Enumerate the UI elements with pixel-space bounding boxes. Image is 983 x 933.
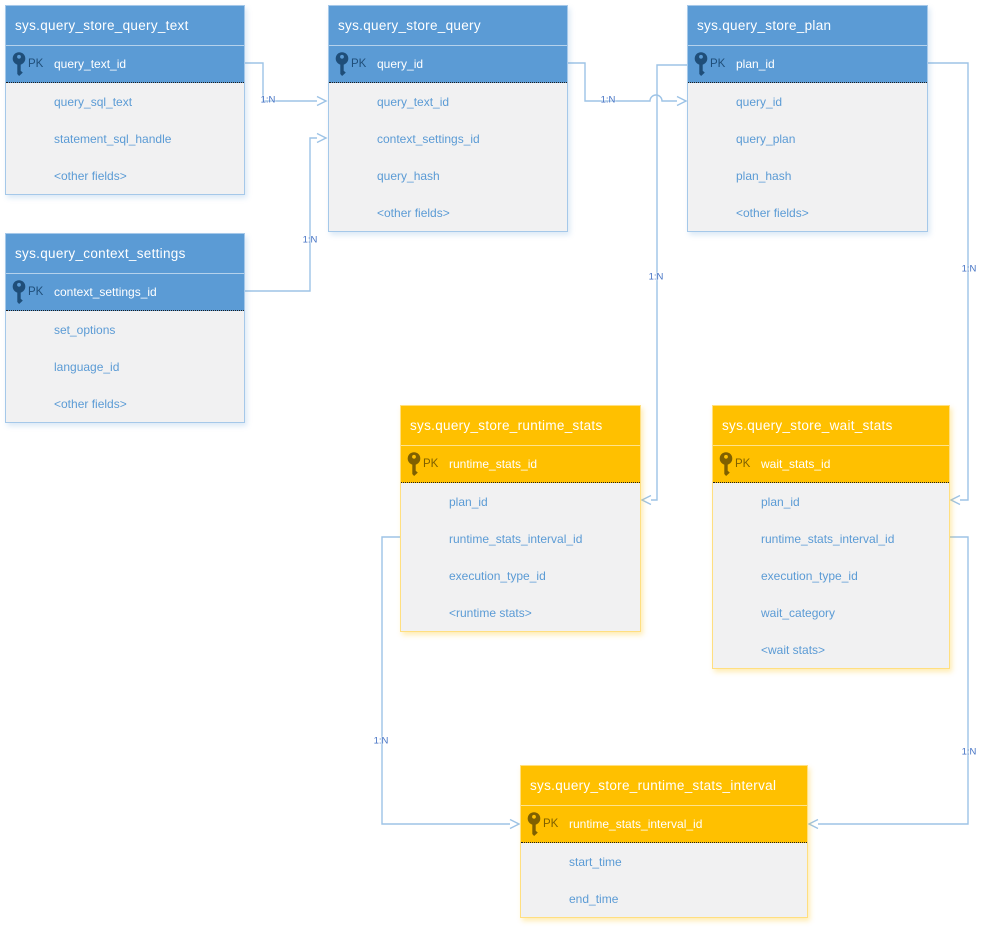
cardinality-label: 1:N xyxy=(260,94,276,106)
field-name: <other fields> xyxy=(54,396,127,411)
field-list: query_sql_text statement_sql_handle <oth… xyxy=(6,83,244,194)
entity-sys-query-store-runtime-stats: sys.query_store_runtime_stats PK runtime… xyxy=(400,405,641,632)
connector-runtimestats-to-interval xyxy=(381,536,521,830)
field-name: <wait stats> xyxy=(761,642,826,657)
primary-key-icon xyxy=(335,51,349,77)
field-name: <runtime stats> xyxy=(449,605,532,620)
field-list: start_time end_time xyxy=(521,843,807,917)
field-name: plan_id xyxy=(761,494,800,509)
arrowhead-icon xyxy=(676,95,688,107)
pk-row: PK runtime_stats_interval_id xyxy=(521,805,807,843)
field-name: plan_id xyxy=(449,494,488,509)
cardinality-label: 1:N xyxy=(961,263,977,275)
pk-label: PK xyxy=(735,458,751,470)
pk-label: PK xyxy=(351,58,367,70)
connector-query-to-plan xyxy=(568,62,688,107)
pk-label: PK xyxy=(710,58,726,70)
cardinality-label: 1:N xyxy=(961,746,977,758)
field-list: query_text_id context_settings_id query_… xyxy=(329,83,567,231)
field-name: statement_sql_handle xyxy=(54,131,172,146)
pk-field-name: runtime_stats_interval_id xyxy=(569,817,703,831)
pk-field-name: query_id xyxy=(377,57,424,71)
pk-label: PK xyxy=(423,458,439,470)
entity-title: sys.query_store_query xyxy=(329,6,567,45)
pk-row: PK query_text_id xyxy=(6,45,244,83)
arrowhead-icon xyxy=(509,818,521,830)
connector-querytext-to-query xyxy=(245,62,328,107)
pk-field-name: query_text_id xyxy=(54,57,127,71)
field-list: query_id query_plan plan_hash <other fie… xyxy=(688,83,927,231)
field-name: <other fields> xyxy=(736,205,809,220)
connector-contextsettings-to-query xyxy=(245,132,328,292)
primary-key-icon xyxy=(694,51,708,77)
pk-row: PK context_settings_id xyxy=(6,273,244,311)
arrowhead-icon xyxy=(949,494,961,506)
primary-key-icon xyxy=(527,811,541,837)
pk-field-name: wait_stats_id xyxy=(761,457,831,471)
field-name: <other fields> xyxy=(377,205,450,220)
field-name: query_text_id xyxy=(377,94,450,109)
pk-field-name: runtime_stats_id xyxy=(449,457,538,471)
entity-sys-query-store-runtime-stats-interval: sys.query_store_runtime_stats_interval P… xyxy=(520,765,808,918)
field-list: plan_id runtime_stats_interval_id execut… xyxy=(401,483,640,631)
primary-key-icon xyxy=(719,451,733,477)
field-list: set_options language_id <other fields> xyxy=(6,311,244,422)
field-name: execution_type_id xyxy=(449,568,546,583)
pk-label: PK xyxy=(28,58,44,70)
entity-title: sys.query_context_settings xyxy=(6,234,244,273)
primary-key-icon xyxy=(12,279,26,305)
connector-waitstats-to-interval xyxy=(807,536,969,830)
field-name: query_id xyxy=(736,94,783,109)
cardinality-label: 1:N xyxy=(373,735,389,747)
entity-sys-query-store-query-text: sys.query_store_query_text PK query_text… xyxy=(5,5,245,195)
field-list: plan_id runtime_stats_interval_id execut… xyxy=(713,483,949,668)
pk-label: PK xyxy=(28,286,44,298)
cardinality-label: 1:N xyxy=(600,94,616,106)
pk-field-name: plan_id xyxy=(736,57,775,71)
entity-sys-query-context-settings: sys.query_context_settings PK context_se… xyxy=(5,233,245,423)
field-name: wait_category xyxy=(761,605,836,620)
arrowhead-icon xyxy=(316,95,328,107)
pk-label: PK xyxy=(543,818,559,830)
entity-sys-query-store-wait-stats: sys.query_store_wait_stats PK wait_stats… xyxy=(712,405,950,669)
field-name: runtime_stats_interval_id xyxy=(449,531,583,546)
primary-key-icon xyxy=(12,51,26,77)
cardinality-label: 1:N xyxy=(302,234,318,246)
arrowhead-icon xyxy=(807,818,819,830)
cardinality-label: 1:N xyxy=(648,271,664,283)
entity-title: sys.query_store_query_text xyxy=(6,6,244,45)
field-name: start_time xyxy=(569,854,622,869)
pk-row: PK runtime_stats_id xyxy=(401,445,640,483)
pk-field-name: context_settings_id xyxy=(54,285,157,299)
primary-key-icon xyxy=(407,451,421,477)
connector-plan-to-waitstats xyxy=(928,62,969,506)
field-name: plan_hash xyxy=(736,168,792,183)
field-name: query_plan xyxy=(736,131,796,146)
field-name: language_id xyxy=(54,359,120,374)
connector-plan-to-runtimestats xyxy=(640,64,687,506)
pk-row: PK wait_stats_id xyxy=(713,445,949,483)
entity-title: sys.query_store_runtime_stats_interval xyxy=(521,766,807,805)
arrowhead-icon xyxy=(316,132,328,144)
field-name: set_options xyxy=(54,322,116,337)
arrowhead-icon xyxy=(640,494,652,506)
entity-sys-query-store-plan: sys.query_store_plan PK plan_id query_id… xyxy=(687,5,928,232)
field-name: runtime_stats_interval_id xyxy=(761,531,895,546)
field-name: query_sql_text xyxy=(54,94,133,109)
entity-title: sys.query_store_plan xyxy=(688,6,927,45)
field-name: context_settings_id xyxy=(377,131,480,146)
field-name: query_hash xyxy=(377,168,440,183)
pk-row: PK plan_id xyxy=(688,45,927,83)
entity-sys-query-store-query: sys.query_store_query PK query_id query_… xyxy=(328,5,568,232)
pk-row: PK query_id xyxy=(329,45,567,83)
field-name: execution_type_id xyxy=(761,568,858,583)
entity-title: sys.query_store_wait_stats xyxy=(713,406,949,445)
field-name: <other fields> xyxy=(54,168,127,183)
field-name: end_time xyxy=(569,891,619,906)
entity-title: sys.query_store_runtime_stats xyxy=(401,406,640,445)
